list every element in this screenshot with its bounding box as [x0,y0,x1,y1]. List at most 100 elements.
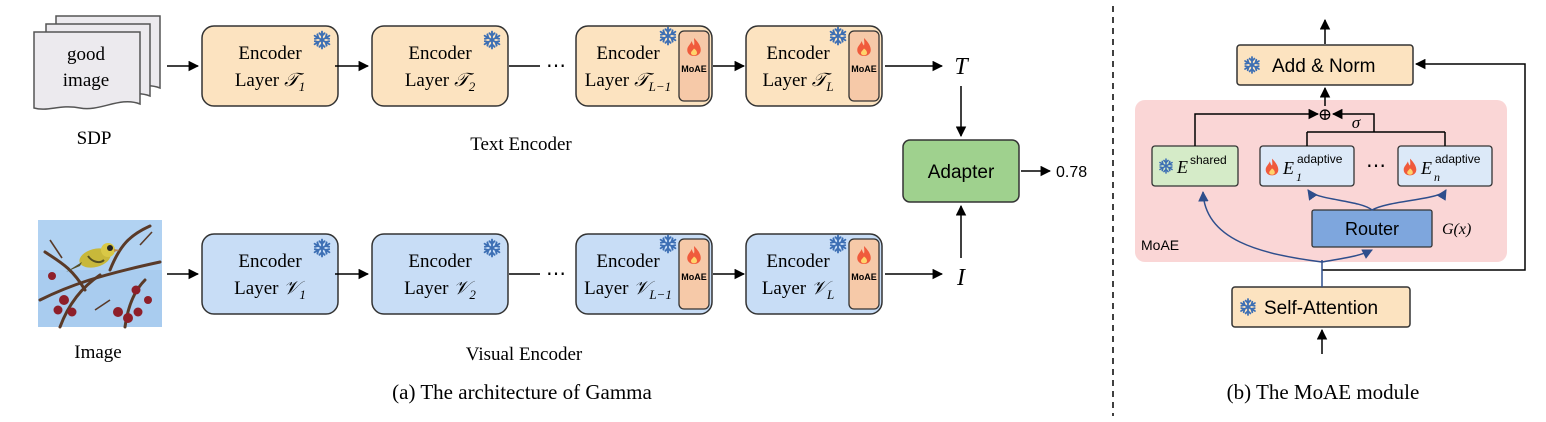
text-layer-encoder-word: Encoder [596,43,660,64]
text-layer-subscript: 2 [469,79,476,94]
router-label: Router [1345,219,1399,239]
text-layer-encoder-word: Encoder [238,43,302,64]
score-value: 0.78 [1056,164,1087,181]
visual-layer-word: Layer [762,278,807,299]
visual-moae-tag: MoAE [851,272,877,282]
visual-encoder-label: Visual Encoder [466,344,583,365]
visual-layer-word: Layer [584,278,629,299]
adaptive-expert-1-sup: adaptive [1297,152,1343,166]
text-moae-tag: MoAE [681,64,707,74]
text-layer-box [371,25,509,107]
text-layer-subscript: L−1 [648,79,672,94]
adaptive-expert-1-letter: E [1282,158,1294,178]
adaptive-expert-n-sub: n [1434,170,1440,184]
visual-layer-subscript: 2 [469,287,476,302]
visual-moae-block [848,238,880,310]
visual-layer-subscript: L [826,287,834,302]
adaptive-expert-n-letter: E [1420,158,1432,178]
text-layer-encoder-word: Encoder [766,43,830,64]
visual-layer-subscript: 1 [299,287,306,302]
text-ellipsis: ⋯ [546,55,566,77]
residual-arrow [1322,58,1526,271]
self-attention-label: Self-Attention [1264,298,1378,319]
visual-layer-box [371,233,509,315]
text-moae-block [678,30,710,102]
input-to-router-arrow [1321,249,1373,263]
visual-moae-tag: MoAE [681,272,707,282]
image-output-symbol: I [956,265,966,291]
visual-layer-encoder-word: Encoder [596,251,660,272]
sdp-text-line2: image [63,70,109,91]
input-to-shared-arrow [1198,190,1323,263]
text-moae-tag: MoAE [851,64,877,74]
bird-image [38,220,162,329]
moae-region-label: MoAE [1141,237,1179,253]
add-norm-label: Add & Norm [1272,56,1375,77]
text-layer-box [575,25,713,107]
visual-layer-subscript: L−1 [648,287,672,302]
sdp-text-line1: good [67,44,106,65]
add-norm-box [1236,44,1414,86]
visual-layer-encoder-word: Encoder [766,251,830,272]
shared-to-sum-arrow [1194,108,1320,146]
text-output-symbol: T [954,54,969,80]
text-layer-box [745,25,883,107]
text-encoder-label: Text Encoder [470,134,572,155]
shared-expert-sup: shared [1190,153,1227,167]
text-layer-word: Layer [235,70,280,91]
adapter-box [902,139,1020,203]
visual-layer-encoder-word: Encoder [408,251,472,272]
visual-layer-box [745,233,883,315]
moae-module-panel: MoAE Add & Norm Self-Attention E shared … [1135,18,1526,404]
visual-ellipsis: ⋯ [546,263,566,285]
adapter-label: Adapter [928,162,995,183]
text-layer-encoder-word: Encoder [408,43,472,64]
shared-expert-letter: E [1176,157,1188,177]
sdp-label: SDP [77,128,112,149]
adaptive-expert-n-sup: adaptive [1435,152,1481,166]
visual-layer-encoder-word: Encoder [238,251,302,272]
sdp-document-icon [33,15,161,110]
text-layer-subscript: L [825,79,833,94]
adaptive-to-sum-arrow [1331,108,1375,132]
router-gx-label: G(x) [1442,221,1471,238]
sum-symbol: ⊕ [1318,105,1332,124]
text-layer-word: Layer [762,70,807,91]
expert-ellipsis: ⋯ [1366,155,1386,177]
self-attention-box [1231,286,1411,328]
visual-layer-word: Layer [404,278,449,299]
sigma-label: σ [1352,113,1361,132]
caption-a: (a) The architecture of Gamma [392,380,652,404]
text-layer-word: Layer [405,70,450,91]
text-layer-word: Layer [585,70,630,91]
image-label: Image [74,342,121,363]
visual-layer-word: Layer [234,278,279,299]
router-to-e1-arrow [1307,189,1373,211]
text-layer-subscript: 1 [299,79,306,94]
router-to-en-arrow [1371,189,1447,211]
adaptive-expert-1-sub: 1 [1296,170,1302,184]
caption-b: (b) The MoAE module [1227,380,1420,404]
text-moae-block [848,30,880,102]
visual-moae-block [678,238,710,310]
architecture-panel: good image SDP [33,15,1087,404]
